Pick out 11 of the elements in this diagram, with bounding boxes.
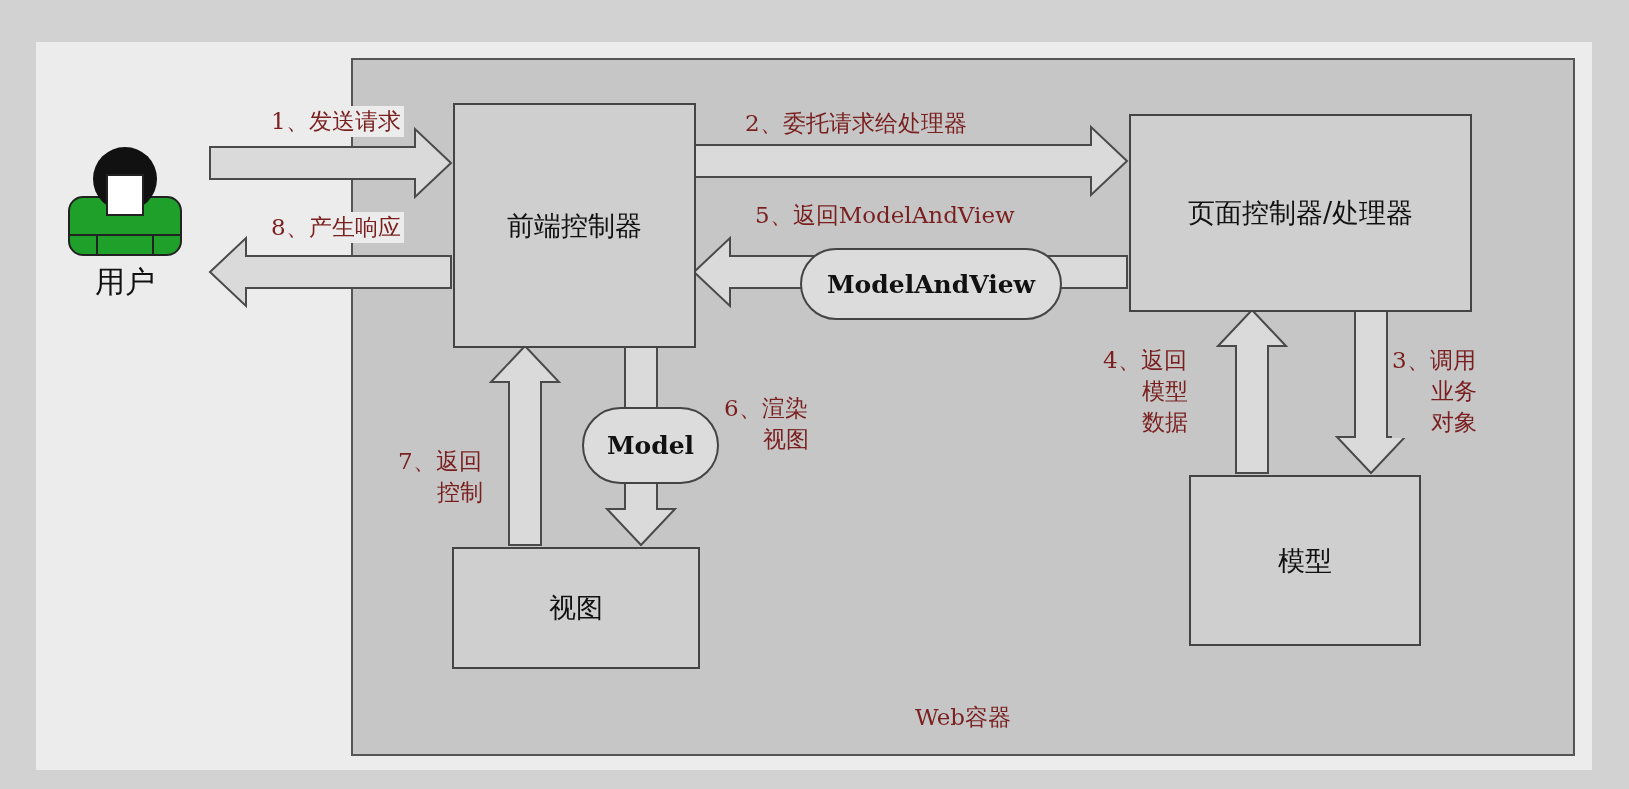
block-arrow [209,126,453,200]
block-arrow [1334,309,1408,475]
process-box: 前端控制器 [453,103,696,348]
block-arrow [693,124,1129,198]
container-label: Web容器 [913,703,1013,732]
block-arrow [208,235,452,309]
process-box: 模型 [1189,475,1421,646]
process-box: 视图 [452,547,700,669]
user-label: 用户 [94,263,156,301]
block-arrow [604,345,678,547]
process-box: 页面控制器/处理器 [1129,114,1472,312]
